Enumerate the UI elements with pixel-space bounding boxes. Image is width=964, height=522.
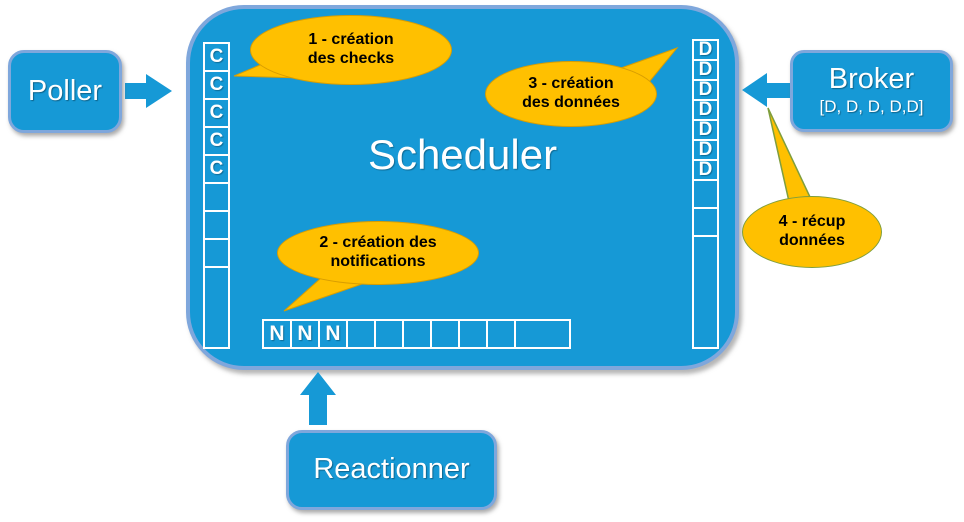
check-cell: C [203,98,230,128]
broker-data-list: [D, D, D, D,D] [819,97,924,117]
reactionner-to-scheduler-arrow [300,372,336,425]
notification-cell [486,319,516,349]
callout-line: 1 - création [308,31,394,49]
data-cell [692,207,719,237]
callout-line: données [779,232,845,249]
notification-cell [458,319,488,349]
check-cell: C [203,70,230,100]
check-cell: C [203,154,230,184]
check-cell [203,266,230,349]
callout-line: notifications [330,253,426,270]
callout-line: des checks [307,50,395,67]
callout-creation-checks: 1 - création des checks [250,15,452,85]
callout-line: des données [522,94,620,111]
data-cell: D [692,39,719,61]
notification-cell: N [262,319,292,349]
data-cell [692,235,719,349]
poller-node: Poller [8,50,122,133]
check-cell [203,210,230,240]
broker-label: Broker [828,63,915,96]
check-cell: C [203,42,230,72]
check-cell: C [203,126,230,156]
data-cell: D [692,159,719,181]
notification-cell [402,319,432,349]
callout-line: 3 - création [528,75,614,93]
data-cell: D [692,119,719,141]
data-cell: D [692,79,719,101]
check-cell [203,238,230,268]
broker-to-scheduler-arrow [742,73,790,107]
data-cell [692,179,719,209]
callout-line: 2 - création des [319,234,437,252]
poller-to-scheduler-arrow [125,74,172,108]
callout-creation-donnees: 3 - création des données [485,61,657,127]
notification-cell [514,319,571,349]
callout-creation-notifications: 2 - création des notifications [277,221,479,285]
scheduler-title: Scheduler [367,131,558,178]
notification-cell: N [318,319,348,349]
notification-cell: N [290,319,320,349]
callout-recup-donnees: 4 - récup données [742,196,882,268]
notification-cell [430,319,460,349]
poller-label: Poller [27,74,103,107]
data-cell: D [692,139,719,161]
callout-line: 4 - récup [778,213,846,231]
reactionner-node: Reactionner [286,430,497,510]
notification-cell [346,319,376,349]
reactionner-label: Reactionner [313,453,470,486]
broker-node: Broker [D, D, D, D,D] [790,50,953,132]
notification-cell [374,319,404,349]
data-cell: D [692,59,719,81]
check-cell [203,182,230,212]
data-cell: D [692,99,719,121]
